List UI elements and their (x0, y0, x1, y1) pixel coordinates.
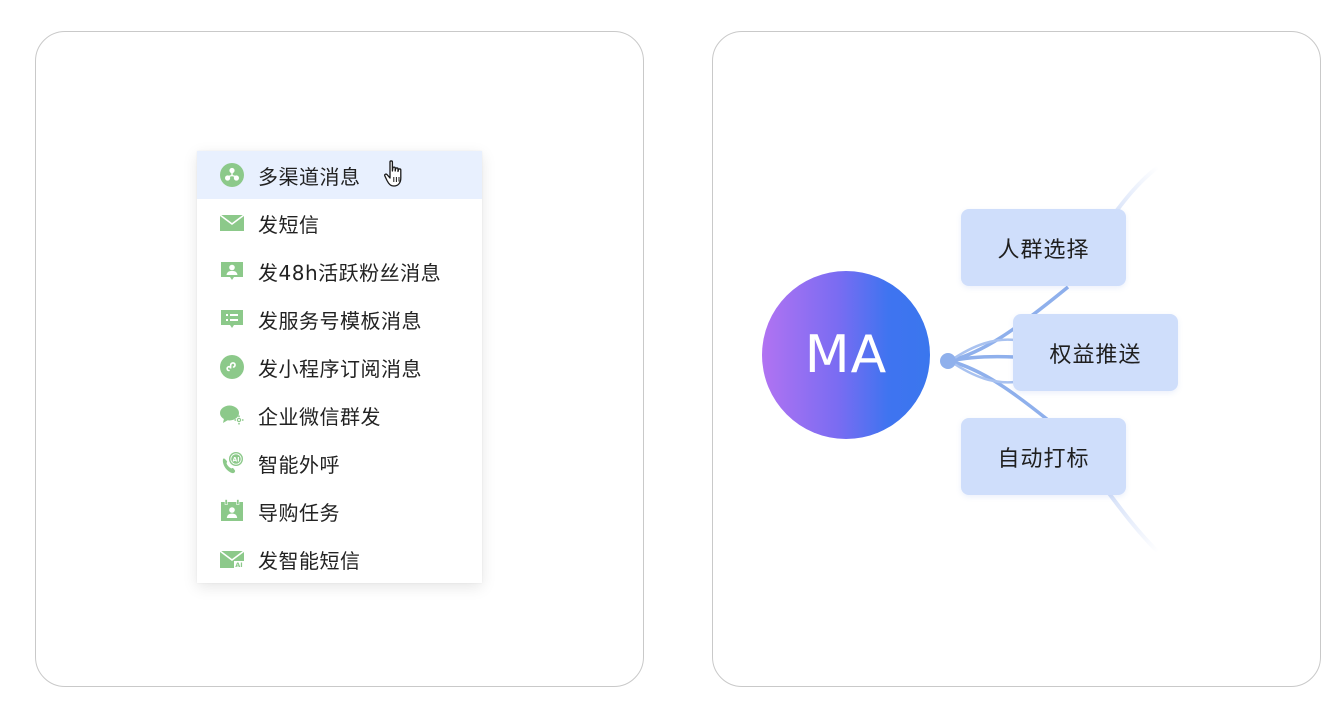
menu-item-label: 智能外呼 (258, 452, 340, 477)
wechat-work-icon (219, 402, 245, 428)
branch-fade-lower (1106, 490, 1160, 554)
hand-cursor-icon (383, 159, 407, 189)
menu-item-48h-fans[interactable]: 发48h活跃粉丝消息 (197, 247, 482, 295)
template-message-icon (219, 306, 245, 332)
menu-item-label: 多渠道消息 (258, 164, 361, 189)
ai-mail-icon: AI (219, 546, 245, 572)
node-auto-tagging: 自动打标 (961, 418, 1126, 495)
diagram-card: MA 人群选择 权益推送 自动打标 (712, 31, 1321, 687)
menu-item-label: 发服务号模板消息 (258, 308, 422, 333)
menu-item-label: 导购任务 (258, 500, 340, 525)
envelope-icon (219, 210, 245, 236)
menu-item-sms[interactable]: 发短信 (197, 199, 482, 247)
connector-tag (949, 359, 1050, 422)
menu-item-label: 发智能短信 (258, 548, 361, 573)
menu-item-smart-sms[interactable]: AI 发智能短信 (197, 535, 482, 583)
menu-item-label: 发48h活跃粉丝消息 (258, 260, 442, 285)
ma-diagram: MA 人群选择 权益推送 自动打标 (713, 32, 1322, 688)
menu-item-multichannel[interactable]: 多渠道消息 (197, 151, 482, 199)
task-calendar-icon (219, 498, 245, 524)
connector-lines (940, 165, 1263, 554)
svg-text:AI: AI (235, 561, 242, 569)
channel-menu: 多渠道消息 发短信 (197, 151, 482, 583)
node-crowd-selection: 人群选择 (961, 209, 1126, 286)
menu-item-label: 发短信 (258, 212, 320, 237)
menu-item-mini-program[interactable]: 发小程序订阅消息 (197, 343, 482, 391)
ma-center-label: MA (804, 325, 888, 385)
connector-extra-upper (949, 338, 1016, 363)
connector-extra-lower (949, 359, 1016, 384)
ai-phone-icon: AI (219, 450, 245, 476)
menu-item-guide-task[interactable]: 导购任务 (197, 487, 482, 535)
menu-item-smart-call[interactable]: AI 智能外呼 (197, 439, 482, 487)
hub-dot (940, 353, 956, 369)
menu-card: 多渠道消息 发短信 (35, 31, 644, 687)
menu-item-wechat-work[interactable]: 企业微信群发 (197, 391, 482, 439)
fan-message-icon (219, 258, 245, 284)
node-label: 权益推送 (1049, 342, 1142, 368)
menu-item-label: 企业微信群发 (258, 404, 381, 429)
menu-item-service-template[interactable]: 发服务号模板消息 (197, 295, 482, 343)
node-label: 自动打标 (997, 446, 1090, 472)
node-benefit-push: 权益推送 (1013, 314, 1178, 391)
channels-icon (219, 162, 245, 188)
menu-item-label: 发小程序订阅消息 (258, 356, 422, 381)
ma-center-node: MA (762, 271, 930, 439)
node-label: 人群选择 (997, 237, 1090, 263)
svg-text:AI: AI (233, 456, 240, 463)
mini-program-icon (219, 354, 245, 380)
